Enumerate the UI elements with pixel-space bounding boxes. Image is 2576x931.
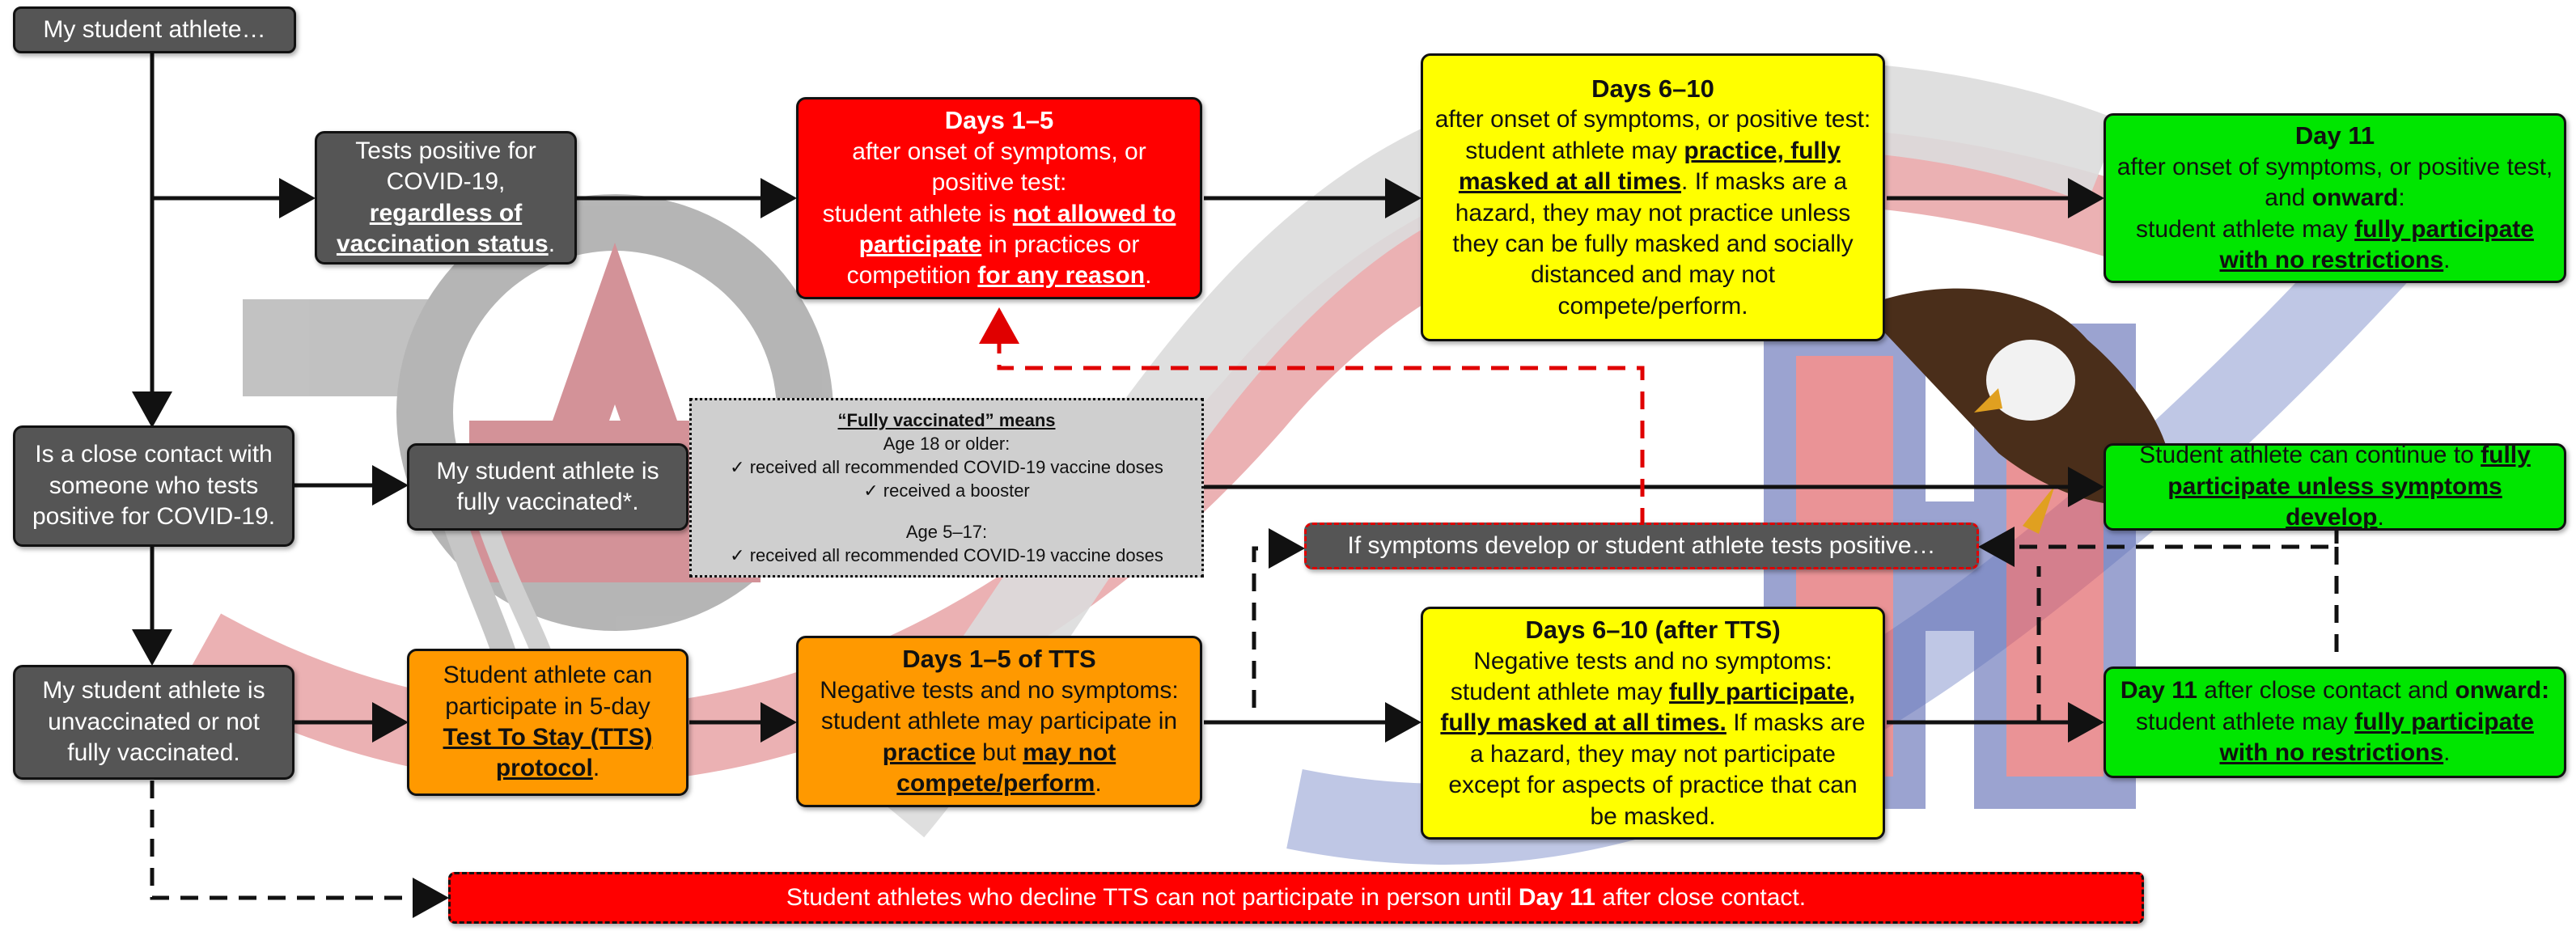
tts-day-11-box: Day 11 after close contact and onward: s… — [2104, 667, 2566, 778]
unvaccinated-text: My student athlete is unvaccinated or no… — [42, 677, 265, 767]
continue-text: Student athlete can continue to fully pa… — [2139, 442, 2531, 531]
start-text: My student athlete… — [43, 15, 266, 43]
tts-protocol-box: Student athlete can participate in 5-day… — [407, 649, 688, 796]
definition-title: “Fully vaccinated” means — [837, 409, 1056, 430]
day-11-body: after onset of symptoms, or positive tes… — [2116, 154, 2553, 274]
definition-line-5: ✓ received all recommended COVID-19 vacc… — [730, 545, 1163, 566]
days-6-10-box: Days 6–10 after onset of symptoms, or po… — [1421, 53, 1885, 341]
close-contact-text: Is a close contact with someone who test… — [32, 441, 276, 531]
unvaccinated-box: My student athlete is unvaccinated or no… — [13, 665, 294, 780]
definition-line-3: ✓ received a booster — [863, 480, 1030, 501]
fully-vaccinated-text: My student athlete is fully vaccinated*. — [436, 457, 659, 515]
tts-days-1-5-title: Days 1–5 of TTS — [902, 645, 1096, 674]
days-1-5-body: after onset of symptoms, or positive tes… — [822, 138, 1176, 290]
definition-line-1: Age 18 or older: — [883, 433, 1010, 454]
tests-positive-text: Tests positive for COVID-19, regardless … — [336, 137, 556, 257]
tts-day-11-text: Day 11 after close contact and onward: s… — [2120, 677, 2550, 767]
symptoms-develop-box: If symptoms develop or student athlete t… — [1304, 523, 1979, 569]
fully-vaccinated-box: My student athlete is fully vaccinated*. — [407, 443, 688, 531]
tests-positive-box: Tests positive for COVID-19, regardless … — [315, 131, 577, 264]
eagle-illustration — [1861, 288, 2172, 534]
symptoms-text: If symptoms develop or student athlete t… — [1347, 531, 1936, 559]
days-1-5-box: Days 1–5 after onset of symptoms, or pos… — [796, 97, 1202, 299]
start-box: My student athlete… — [13, 6, 296, 53]
definition-line-2: ✓ received all recommended COVID-19 vacc… — [730, 456, 1163, 477]
decline-tts-text: Student athletes who decline TTS can not… — [786, 883, 1807, 911]
fully-vaccinated-definition: “Fully vaccinated” means Age 18 or older… — [689, 398, 1204, 578]
definition-line-4: Age 5–17: — [905, 522, 988, 543]
days-1-5-title: Days 1–5 — [944, 106, 1054, 135]
day-11-title: Day 11 — [2294, 121, 2375, 150]
days-6-10-body: after onset of symptoms, or positive tes… — [1434, 106, 1871, 320]
close-contact-box: Is a close contact with someone who test… — [13, 425, 294, 547]
tts-days-1-5-body: Negative tests and no symptoms: student … — [820, 677, 1179, 798]
continue-participation-box: Student athlete can continue to fully pa… — [2104, 442, 2566, 531]
tts-days-6-10-title: Days 6–10 (after TTS) — [1525, 616, 1781, 644]
day-11-box: Day 11 after onset of symptoms, or posit… — [2104, 113, 2566, 283]
tts-days-1-5-box: Days 1–5 of TTS Negative tests and no sy… — [796, 636, 1202, 807]
tts-days-6-10-body: Negative tests and no symptoms: student … — [1440, 647, 1866, 830]
days-6-10-title: Days 6–10 — [1591, 74, 1714, 103]
tts-days-6-10-box: Days 6–10 (after TTS) Negative tests and… — [1421, 607, 1885, 840]
tts-protocol-text: Student athlete can participate in 5-day… — [443, 662, 653, 782]
decline-tts-box: Student athletes who decline TTS can not… — [448, 872, 2144, 924]
